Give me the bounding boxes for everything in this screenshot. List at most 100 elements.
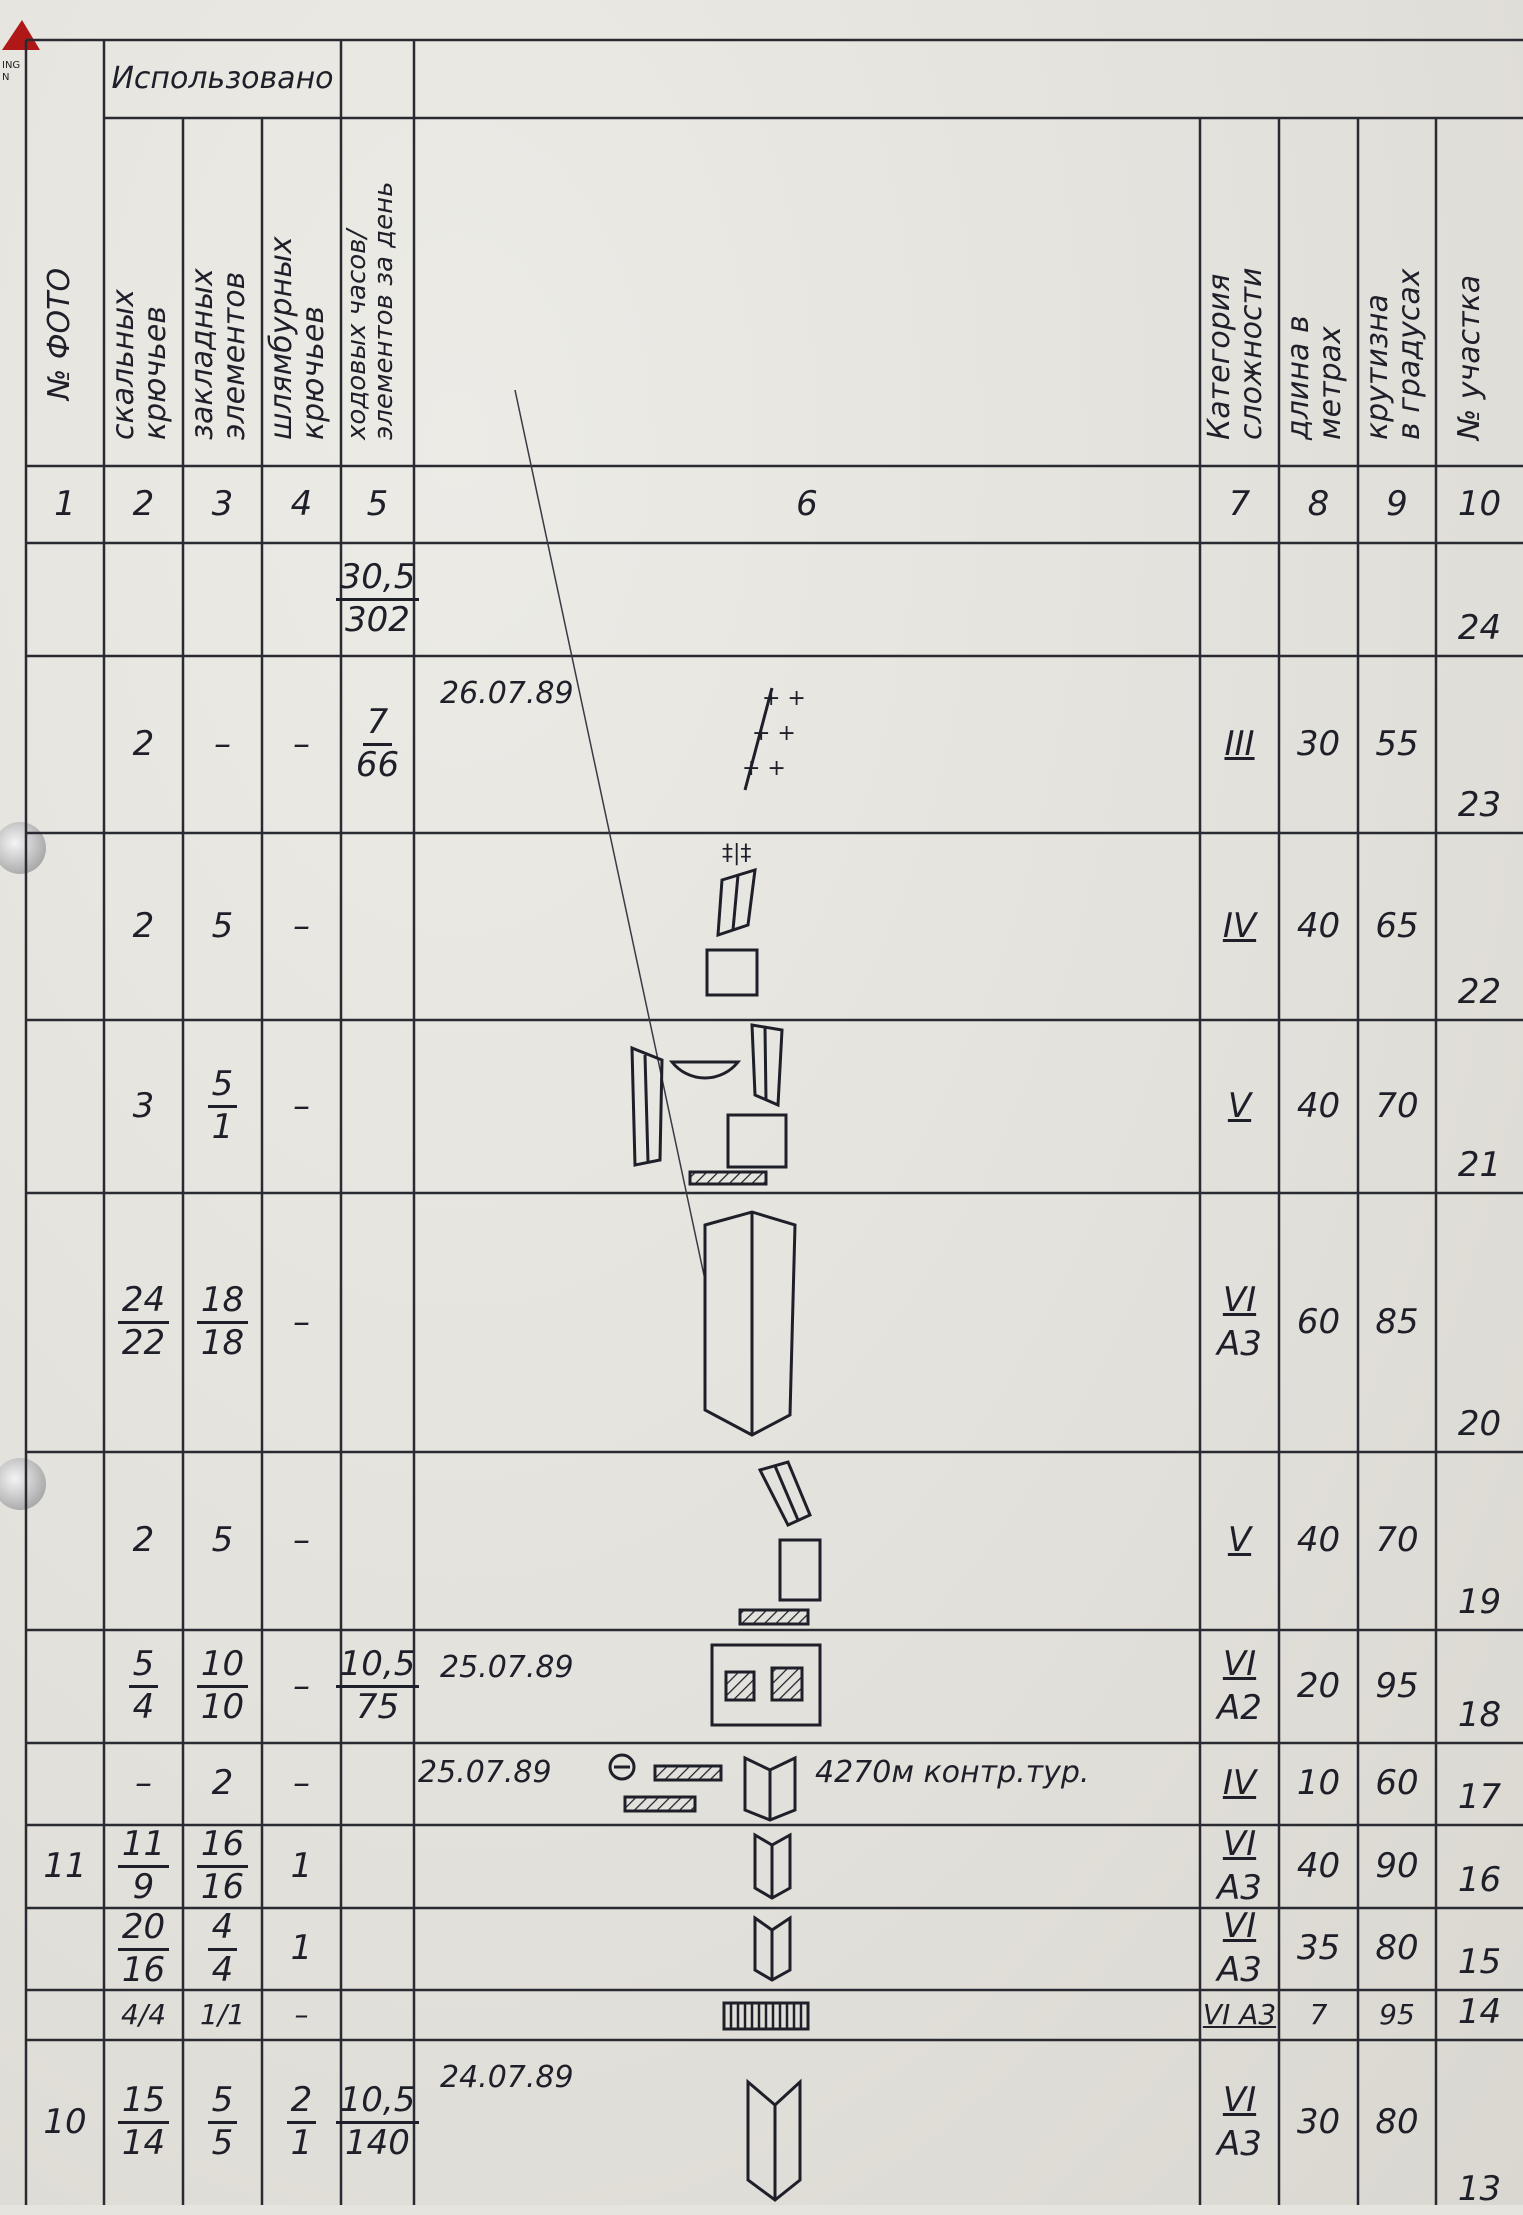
cell-slope: 60 <box>1375 1763 1419 1804</box>
cell-length: 7 <box>1309 1998 1328 2032</box>
cell-cat: VI A3 <box>1202 1998 1277 2032</box>
svg-text:+ +: + + <box>762 686 806 711</box>
cell-chock: 5 <box>211 905 234 946</box>
column-number: 7 <box>1228 483 1251 524</box>
column-number: 1 <box>54 483 76 524</box>
cell-rock: 2 <box>132 723 155 764</box>
cell-bolt: – <box>293 1665 310 1706</box>
cell-slope: 70 <box>1375 1520 1419 1561</box>
column-number: 10 <box>1457 483 1502 524</box>
cell-chock: – <box>214 723 231 764</box>
cell-rock: – <box>135 1763 152 1804</box>
cell-length: 40 <box>1296 1085 1341 1126</box>
cell-section: 13 <box>1457 2169 1502 2210</box>
cell-section: 15 <box>1457 1942 1502 1983</box>
cell-slope: 80 <box>1375 1928 1419 1969</box>
block-symbol <box>778 1538 822 1602</box>
ledge-symbol <box>623 1795 697 1813</box>
cell-length: 40 <box>1296 905 1341 946</box>
punch-hole <box>0 1458 46 1510</box>
cell-chock: 5 <box>211 1520 234 1561</box>
cell-rock: 4/4 <box>120 1998 167 2032</box>
cell-section: 22 <box>1457 972 1502 1013</box>
column-number: 4 <box>290 483 313 524</box>
cell-bolt: 1 <box>290 1928 313 1969</box>
cell-length: 10 <box>1296 1763 1341 1804</box>
inner-corner-symbol <box>630 1045 664 1167</box>
cell-length: 40 <box>1296 1845 1341 1886</box>
block-symbol <box>726 1113 788 1169</box>
cell-length: 40 <box>1296 1520 1341 1561</box>
cell-slope: 55 <box>1375 723 1419 764</box>
cell-section: 23 <box>1457 785 1502 826</box>
stamp-logo: ING N <box>2 20 40 83</box>
overhang-box-symbol <box>710 1643 822 1727</box>
cell-section: 24 <box>1457 608 1502 649</box>
cell-section: 17 <box>1457 1777 1502 1818</box>
ledge-symbol <box>653 1764 723 1782</box>
bivouac-icon <box>608 1753 636 1781</box>
cell-section: 19 <box>1457 1582 1502 1623</box>
cell-date: 25.07.89 <box>440 1650 574 1685</box>
cell-section: 16 <box>1457 1860 1502 1901</box>
ledge-symbol <box>738 1608 810 1626</box>
cell-cat: IV <box>1222 905 1257 946</box>
cell-bolt: 1 <box>290 1845 313 1886</box>
column-number: 5 <box>366 483 389 524</box>
svg-text:+ +: + + <box>752 721 796 746</box>
cell-date: 25.07.89 <box>418 1755 552 1790</box>
crack-symbol: + + + + + + <box>742 686 806 791</box>
cell-rock: 2 <box>132 905 155 946</box>
cell-section: 20 <box>1457 1404 1502 1445</box>
cell-length: 30 <box>1296 2101 1341 2142</box>
overhang-symbol <box>722 2001 810 2031</box>
cell-rock: 2 <box>132 1520 155 1561</box>
cell-length: 20 <box>1296 1665 1341 1706</box>
column-number: 9 <box>1386 483 1408 524</box>
cell-date: 26.07.89 <box>440 676 574 711</box>
cell-slope: 65 <box>1375 905 1419 946</box>
cell-cat: V <box>1227 1085 1252 1126</box>
svg-text:+ +: + + <box>742 756 786 781</box>
ledge-symbol <box>688 1170 768 1186</box>
cell-chock: 1/1 <box>199 1998 246 2032</box>
cell-section: 21 <box>1457 1145 1502 1186</box>
cell-slope: 70 <box>1375 1085 1419 1126</box>
column-number: 8 <box>1307 483 1330 524</box>
column-number: 2 <box>132 483 155 524</box>
column-number: 6 <box>796 483 818 524</box>
cell-slope: 90 <box>1375 1845 1419 1886</box>
cell-rock: 3 <box>132 1085 155 1126</box>
inner-corner-symbol <box>757 1460 812 1527</box>
